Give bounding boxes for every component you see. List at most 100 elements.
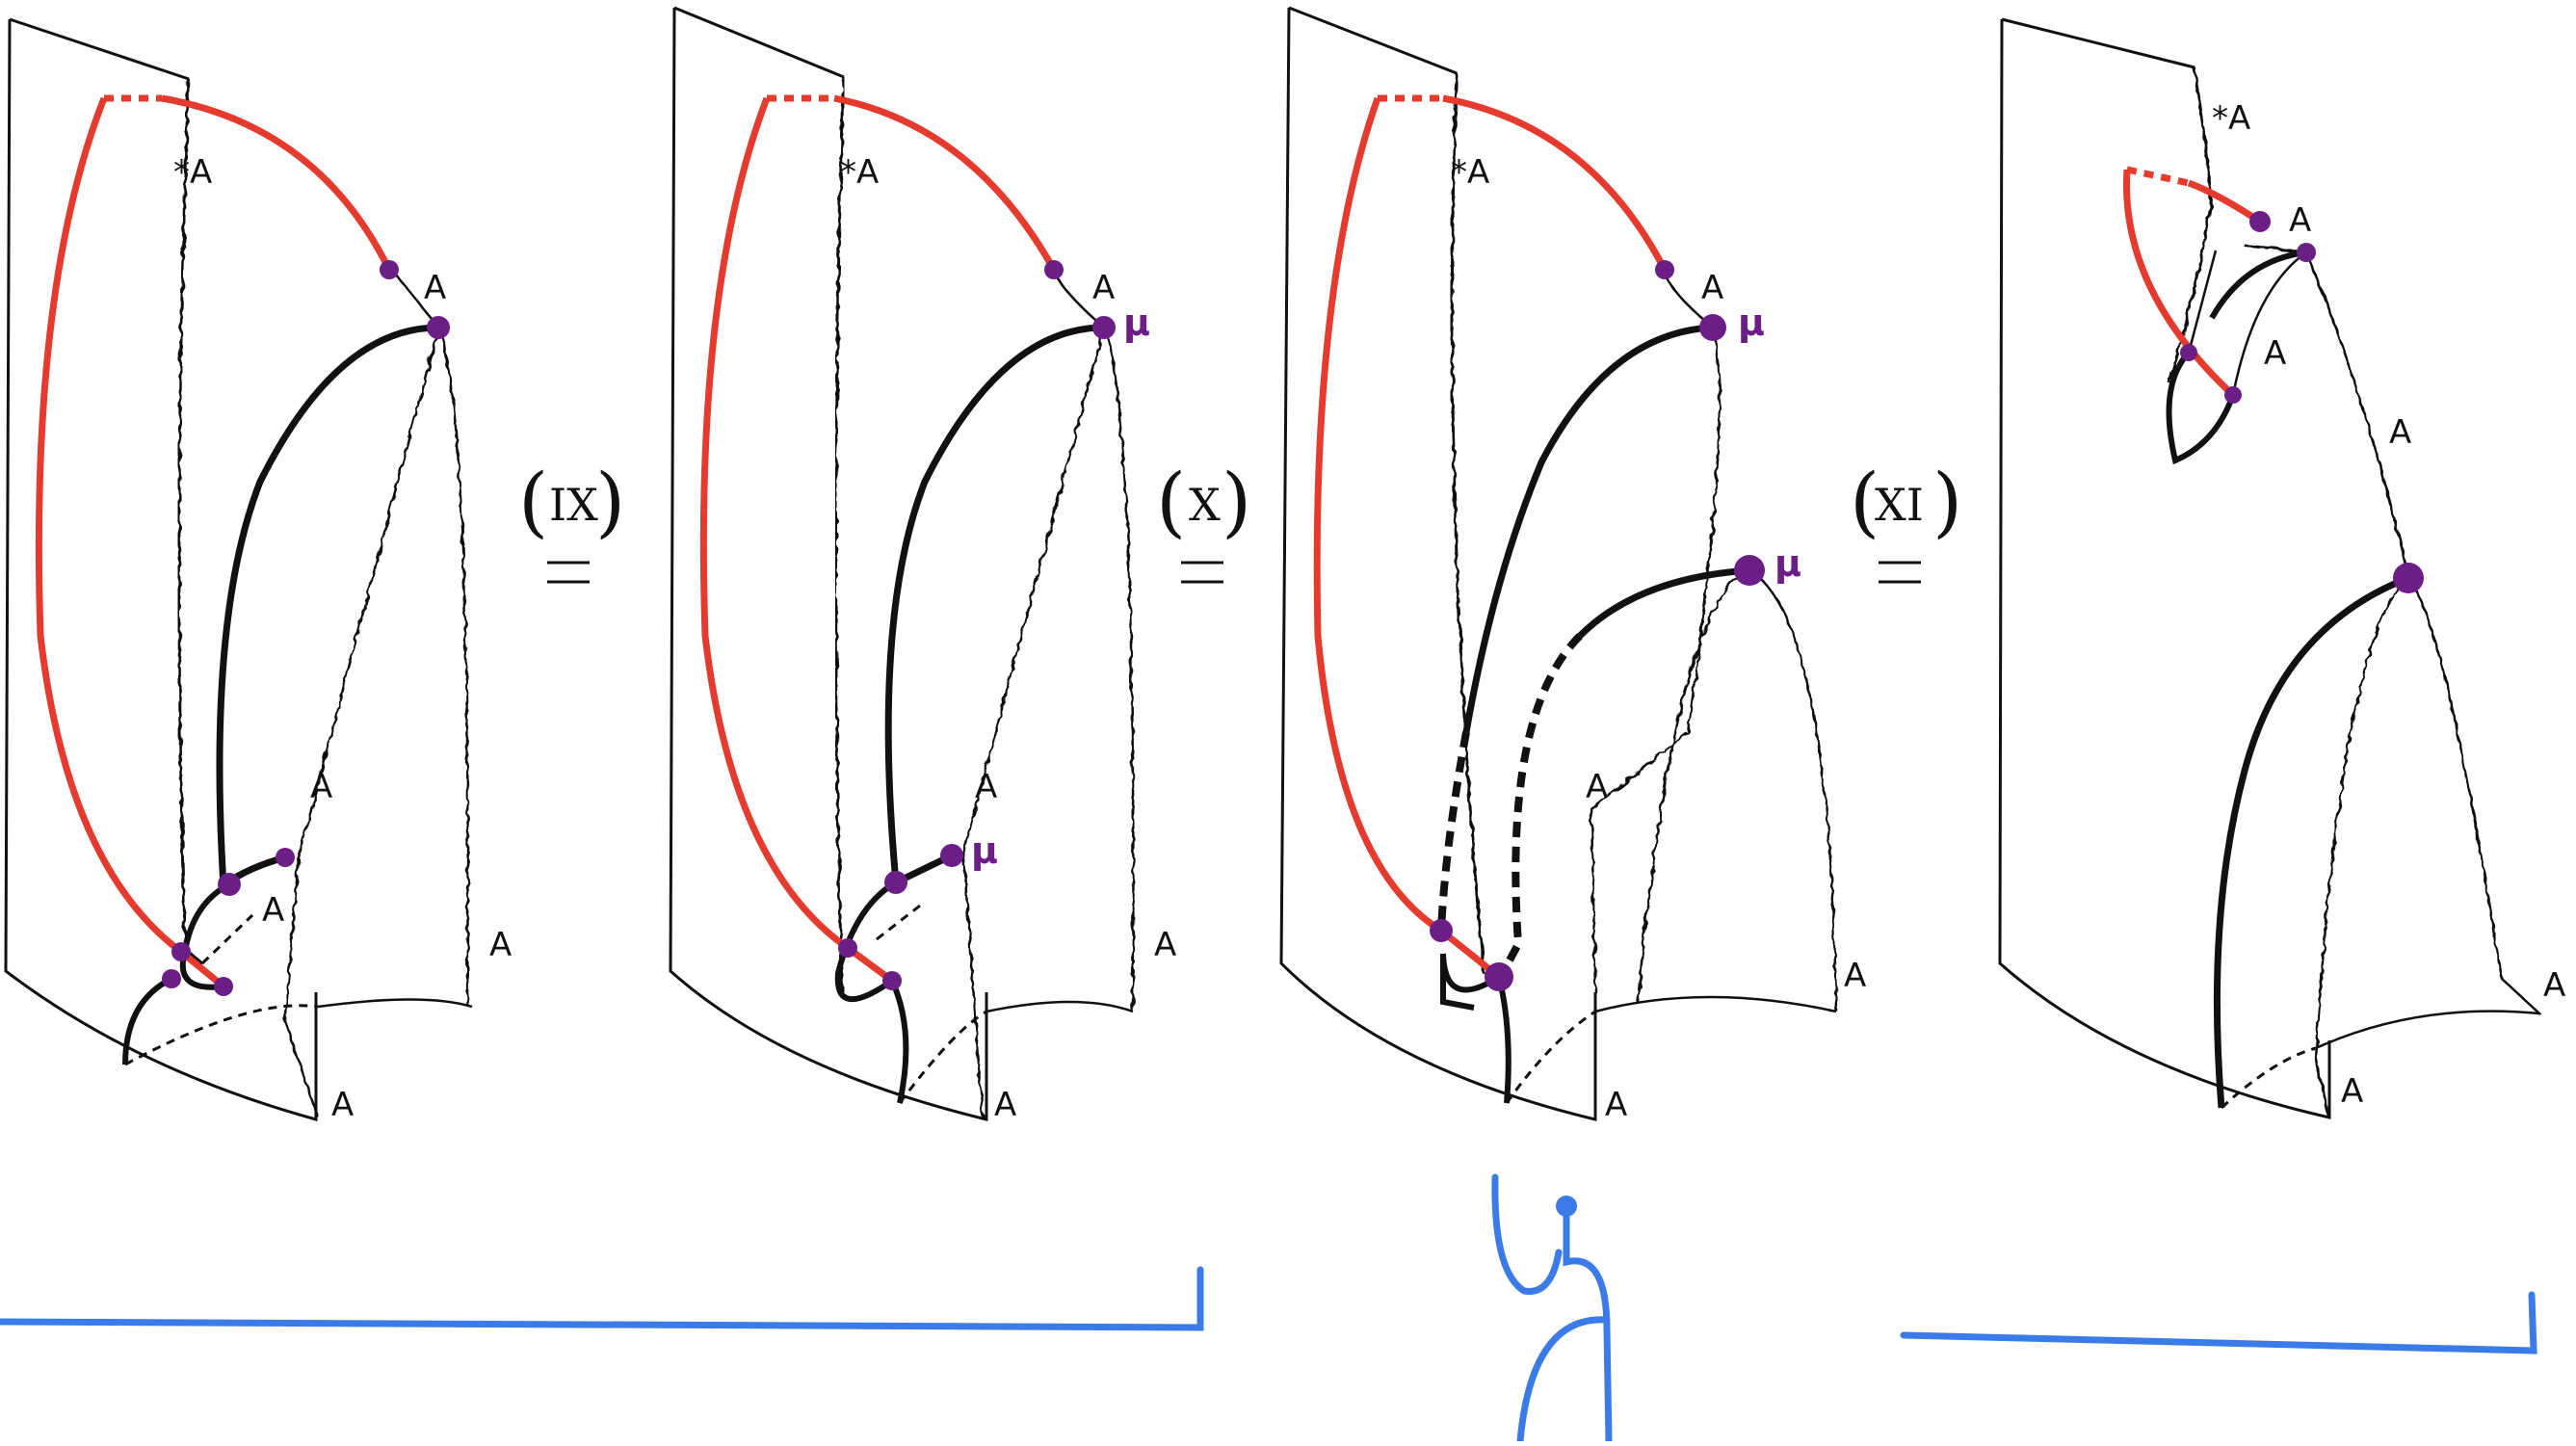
red-arc — [1313, 94, 1669, 933]
label-mu: μ — [1738, 302, 1765, 344]
label-star-a: *A — [173, 153, 212, 192]
label-mu: μ — [971, 829, 998, 872]
step-label: IX — [549, 479, 598, 531]
red-arc — [35, 94, 393, 955]
label-star-a: *A — [840, 153, 879, 192]
back-arc — [1594, 995, 1837, 1013]
vertex-dot — [882, 971, 902, 990]
svg-text:): ) — [1932, 457, 1962, 546]
label-star-a: *A — [2212, 99, 2250, 138]
label-a: A — [331, 1086, 354, 1124]
svg-text:): ) — [1222, 457, 1251, 546]
vertex-dot — [276, 848, 295, 867]
step-label: XI — [1875, 479, 1924, 531]
label-a: A — [2341, 1072, 2363, 1111]
vertex-dot — [162, 969, 181, 988]
svg-text:(: ( — [1850, 457, 1879, 546]
label-a: A — [2543, 966, 2565, 1005]
vertex-dot — [427, 316, 450, 339]
vertex-dot — [171, 942, 191, 961]
rough-seam-left — [177, 78, 203, 965]
vertex-dot — [2249, 211, 2271, 232]
svg-text:(: ( — [518, 457, 548, 546]
sheet-outline — [1998, 17, 2331, 1119]
dashed-sheets — [1437, 633, 1583, 975]
label-a: A — [424, 269, 446, 307]
svg-text:): ) — [595, 457, 625, 546]
vertex-dot — [1044, 260, 1064, 279]
panel-4: *A A A A A A — [1998, 17, 2565, 1119]
panel-1: *A A A A A A — [4, 17, 512, 1124]
black-arc-lower — [1577, 566, 1750, 639]
small-cusp — [2166, 250, 2307, 465]
label-mu: μ — [1774, 542, 1801, 585]
label-star-a: *A — [1451, 153, 1489, 192]
vertex-dot — [218, 873, 241, 896]
vertex-dot — [1092, 316, 1116, 339]
back-arc — [317, 998, 473, 1009]
dashed-links — [876, 904, 987, 1104]
vertex-dot — [1430, 919, 1453, 942]
dashed-links — [2220, 1046, 2317, 1110]
label-a: A — [1154, 926, 1176, 964]
vertex-dot — [1655, 260, 1674, 279]
blue-glyph-center — [1491, 1173, 1613, 1445]
sheet-outline — [4, 17, 318, 1121]
back-arc — [986, 1000, 1134, 1013]
vertex-dot — [838, 938, 857, 958]
vertex-dot — [2180, 344, 2197, 361]
label-a: A — [975, 768, 997, 806]
red-dashed-gap — [2126, 166, 2190, 187]
blue-bracket-left — [0, 1266, 1204, 1331]
vertex-dot — [940, 844, 963, 867]
step-label: X — [1189, 479, 1221, 531]
step-x-equals: ( ) X — [1156, 457, 1251, 584]
svg-text:(: ( — [1156, 457, 1186, 546]
label-a: A — [262, 891, 284, 930]
back-arc — [2315, 1010, 2540, 1050]
label-a: A — [2389, 413, 2411, 452]
label-a: A — [1586, 768, 1608, 806]
vertex-dot — [2224, 386, 2242, 404]
thin-cusp — [2187, 250, 2307, 396]
vertex-dot — [884, 871, 907, 894]
black-arc — [884, 324, 1105, 888]
vertex-dot — [1485, 962, 1513, 991]
small-loop — [834, 880, 909, 1104]
label-a: A — [2289, 201, 2311, 240]
rough-seam-right — [1590, 269, 1838, 1013]
label-mu: μ — [1123, 302, 1150, 344]
sheet-outline — [1279, 6, 1597, 1121]
black-arc-upper — [1462, 324, 1714, 733]
rough-seam-right — [961, 269, 1135, 1118]
rough-seam-left — [833, 76, 846, 993]
label-a: A — [489, 926, 512, 964]
rough-seam-right — [2304, 251, 2540, 1118]
vertex-dot — [1699, 314, 1726, 341]
label-a: A — [1844, 957, 1866, 995]
red-arc — [699, 94, 1058, 951]
vertex-dot — [1734, 555, 1765, 586]
label-a: A — [994, 1086, 1016, 1124]
panel-3: *A A A A A μ μ — [1279, 6, 1866, 1124]
vertex-dot — [2297, 243, 2316, 262]
rough-seam-left — [1450, 72, 1485, 974]
label-a: A — [1092, 269, 1115, 307]
dashed-links — [1505, 1010, 1596, 1104]
dashed-links — [124, 913, 319, 1066]
vertex-dot — [214, 977, 233, 996]
vertex-dot — [380, 260, 399, 279]
sheet-outline — [669, 6, 988, 1121]
label-a: A — [1701, 269, 1723, 307]
label-a: A — [310, 768, 332, 806]
step-ix-equals: ( ) IX — [518, 457, 625, 584]
panel-2: *A A A A A μ μ — [669, 6, 1176, 1124]
vertex-dot — [2393, 563, 2424, 593]
label-a: A — [1605, 1086, 1627, 1124]
label-a: A — [2264, 334, 2286, 373]
step-xi-equals: ( ) XI — [1850, 457, 1962, 584]
black-arc — [2213, 574, 2410, 1109]
blue-bracket-right — [1900, 1291, 2537, 1354]
